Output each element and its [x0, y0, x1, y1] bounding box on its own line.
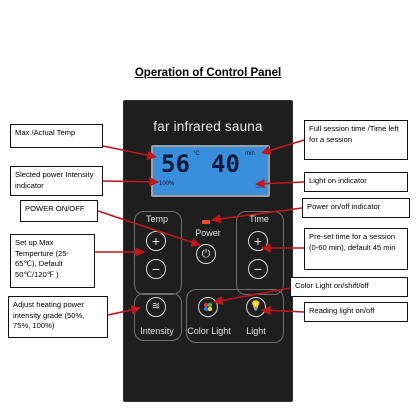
- lcd-power-readout: 100%: [159, 181, 175, 187]
- callout-set-max-temp: Set up Max Temperture (25-65℃), Default …: [10, 234, 95, 288]
- temp-down-button[interactable]: −: [146, 259, 166, 279]
- callout-power-indicator: Power on/off indicator: [302, 198, 410, 218]
- lcd-time-value: 40: [211, 150, 240, 178]
- callout-reading-light: Reading light on/off: [304, 302, 408, 322]
- time-up-button[interactable]: +: [248, 231, 268, 251]
- power-label: Power: [195, 228, 221, 238]
- callout-power-onoff: POWER ON/OFF: [20, 200, 98, 222]
- lcd-time-unit: min: [245, 151, 255, 157]
- lcd-temp-unit: °C: [193, 151, 200, 157]
- intensity-label: Intensity: [140, 326, 174, 336]
- diagram-title: Operation of Control Panel: [134, 67, 282, 79]
- temp-label: Temp: [145, 214, 168, 224]
- lcd-temp-value: 56: [161, 150, 190, 178]
- power-indicator-led: [202, 220, 210, 224]
- callout-light-on-indicator: Light on indicator: [304, 172, 408, 192]
- power-button[interactable]: ⏻: [196, 244, 216, 264]
- callout-full-session-time: Full session time /Time left for a sessi…: [304, 120, 408, 160]
- color-light-label: Color Light: [187, 326, 231, 336]
- time-down-button[interactable]: −: [248, 259, 268, 279]
- brand-label: far infrared sauna: [153, 119, 263, 134]
- callout-preset-time: Pre-set time for a session (0-60 min), d…: [304, 228, 408, 270]
- callout-color-light: Color Light on/shift/off: [290, 277, 408, 297]
- callout-adjust-heating: Adjust heating power intensity grade (50…: [8, 296, 108, 338]
- intensity-button[interactable]: ≋: [146, 297, 166, 317]
- reading-light-button[interactable]: 💡: [246, 297, 266, 317]
- control-panel: far infrared sauna 56 °C 40 min 100% ♨ T…: [123, 100, 293, 402]
- color-light-button[interactable]: [198, 297, 218, 317]
- color-light-icon: [203, 302, 213, 312]
- light-label: Light: [246, 326, 266, 336]
- temp-up-button[interactable]: +: [146, 231, 166, 251]
- lcd-display: 56 °C 40 min 100% ♨: [151, 145, 270, 197]
- callout-max-actual-temp: Max /Actual Temp: [10, 124, 103, 148]
- intensity-control-group: [134, 293, 182, 341]
- callout-power-intensity-indicator: Slected power Intensity indicator: [10, 166, 103, 196]
- time-label: Time: [249, 214, 269, 224]
- lcd-light-indicator-icon: ♨: [254, 181, 262, 190]
